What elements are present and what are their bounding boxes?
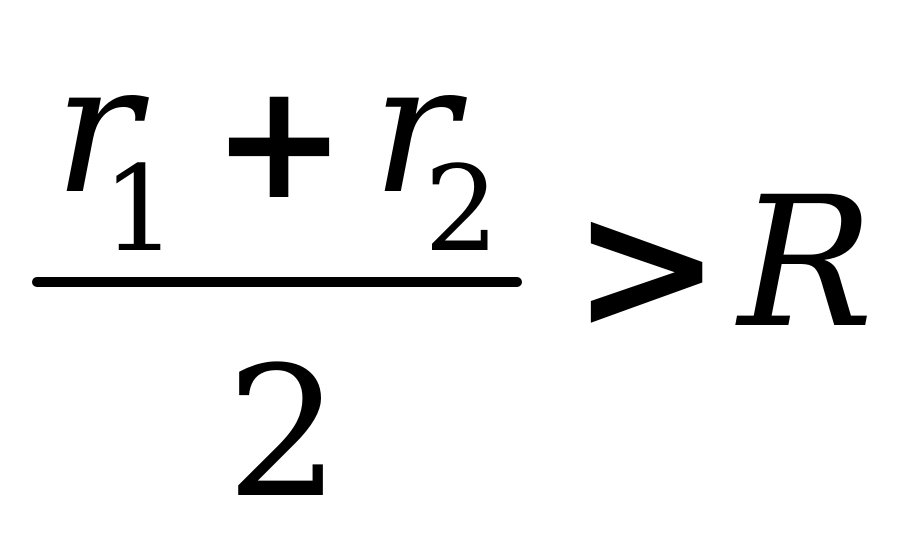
fraction-bar (32, 277, 522, 287)
plus-operator: + (212, 48, 347, 235)
right-side-variable: R (738, 159, 874, 368)
numerator-term1-subscript: 1 (102, 140, 178, 278)
numerator-term2-subscript: 2 (424, 140, 500, 278)
numerator-term1-base: r (54, 25, 141, 234)
greater-than-sign: > (572, 163, 722, 370)
numerator-term2-base: r (372, 25, 459, 234)
denominator: 2 (226, 329, 341, 538)
